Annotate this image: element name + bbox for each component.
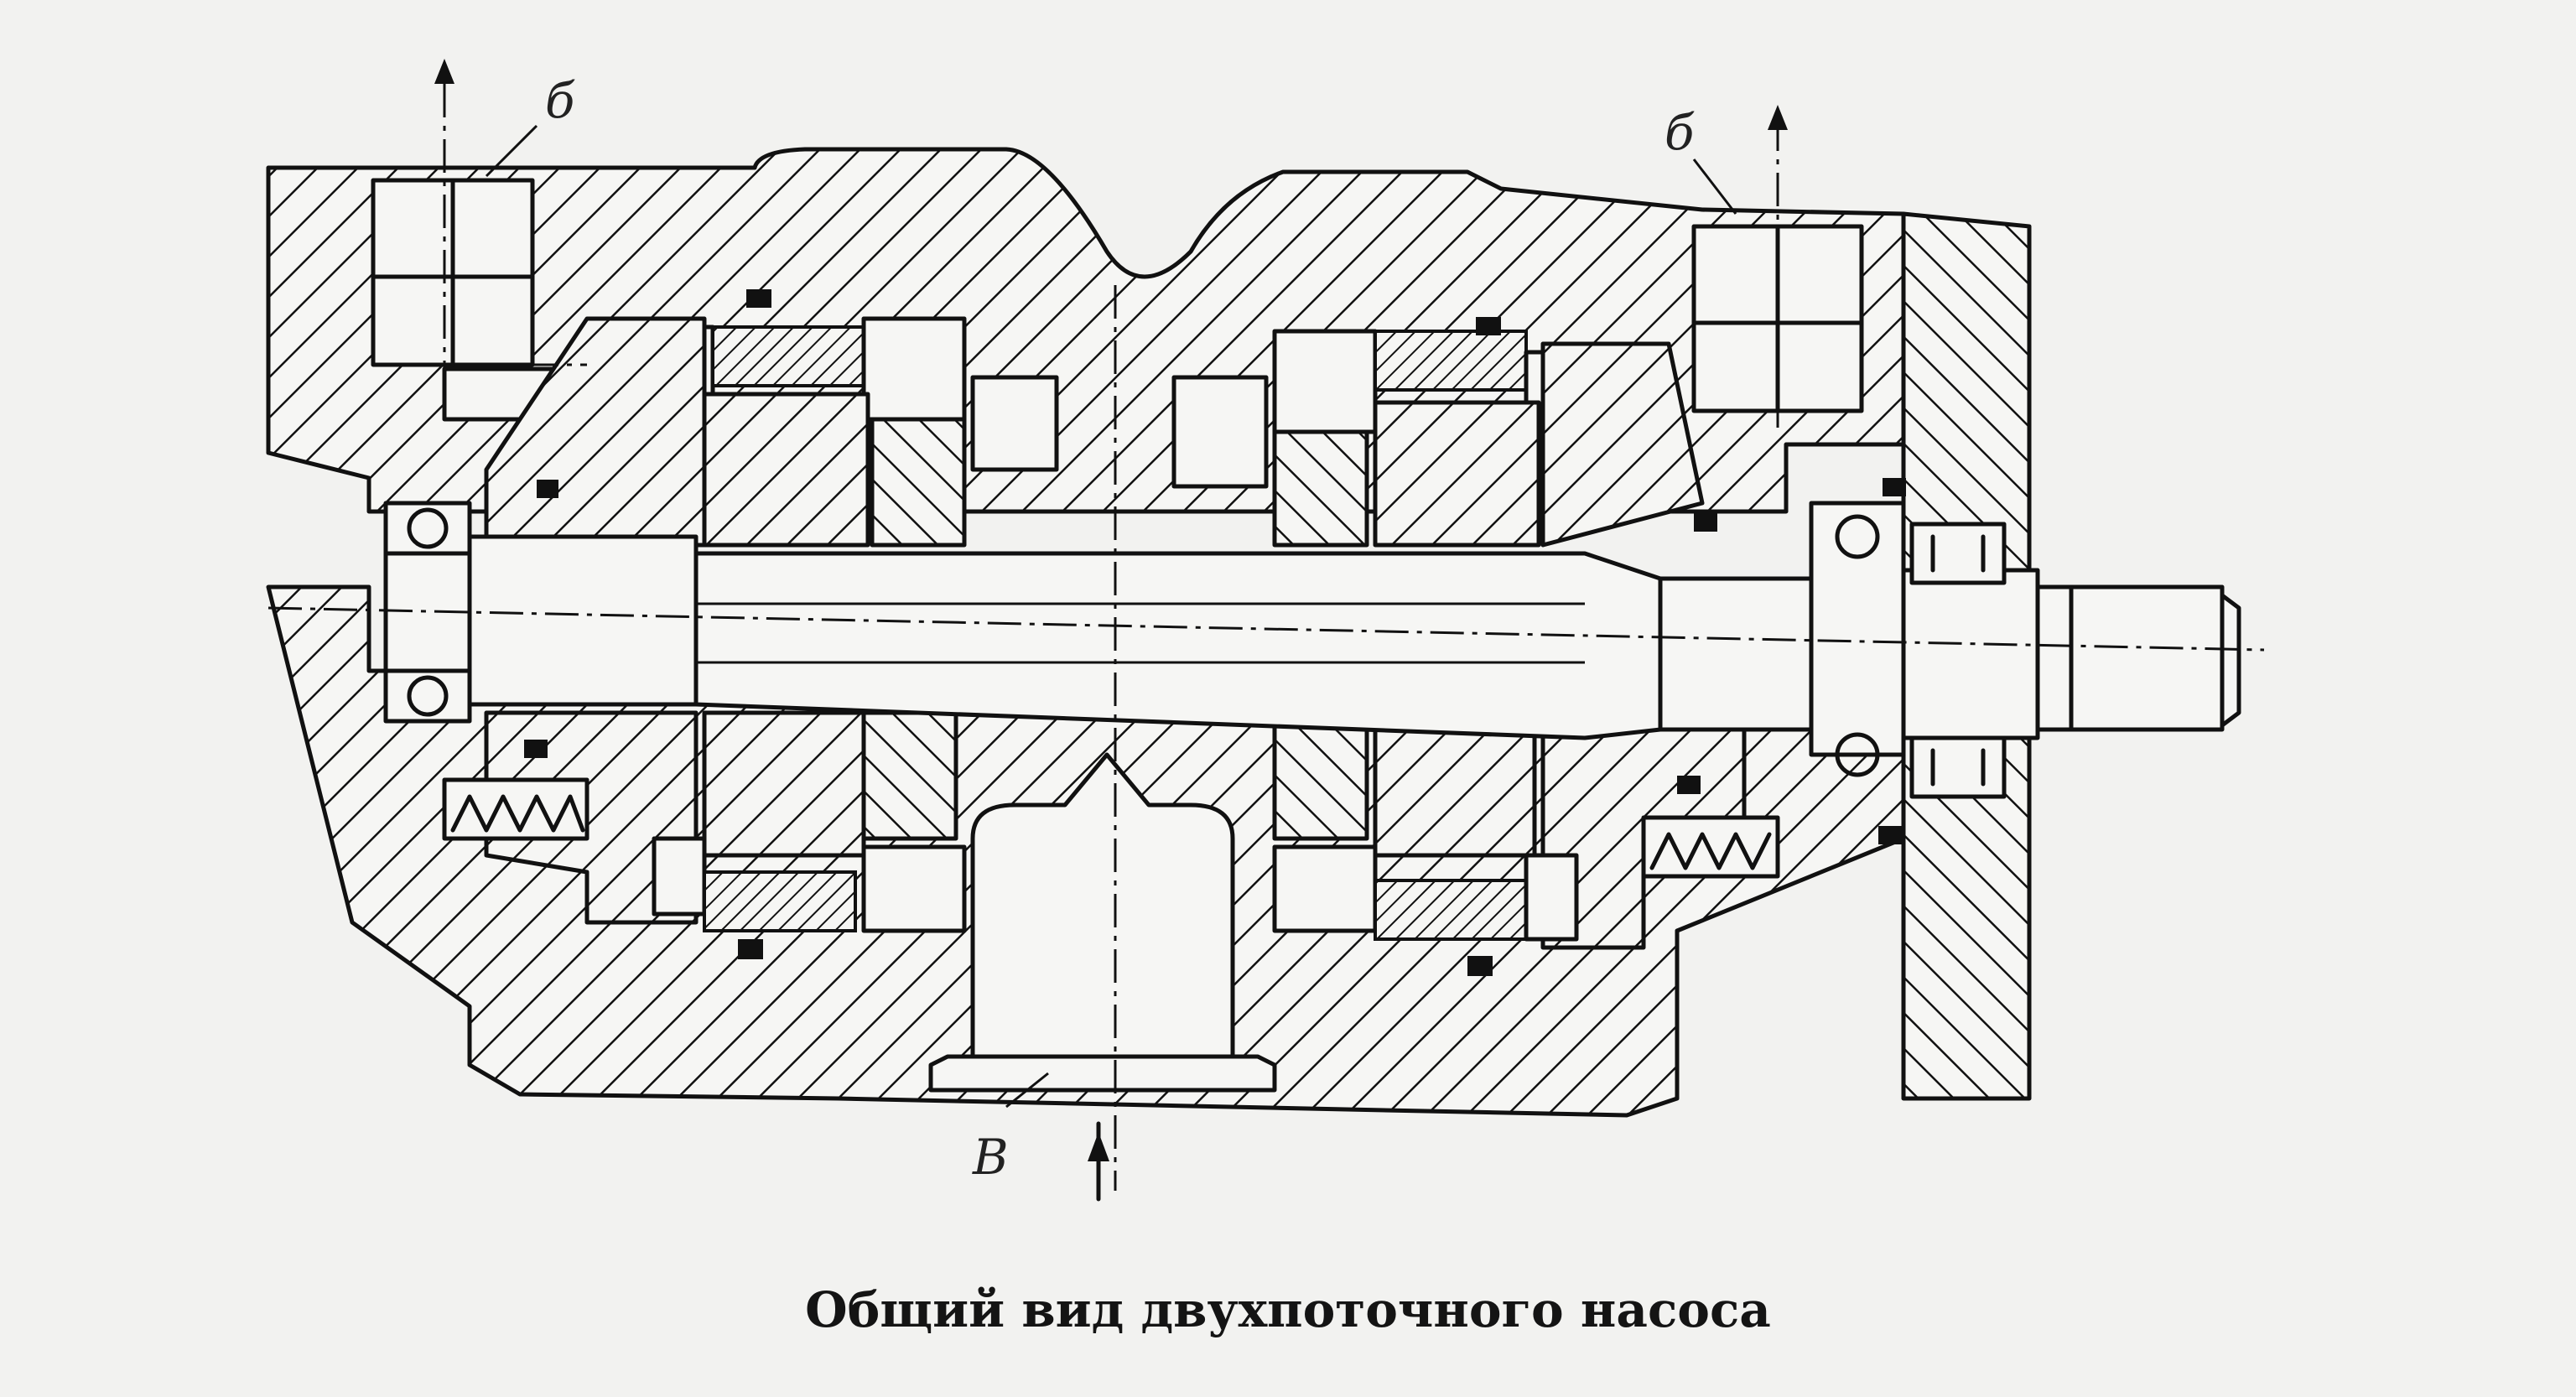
bearing-right: [1809, 501, 2007, 799]
seal-marks: [524, 289, 1906, 976]
outlet-port-left: [371, 178, 535, 367]
bearing-left: [383, 501, 472, 724]
center-lines: [267, 84, 2265, 1191]
inlet-cavity: [928, 752, 1277, 1093]
spring-left: [442, 777, 589, 841]
figure-caption: Общий вид двухпоточного насоса: [805, 1281, 1771, 1338]
spring-right: [1641, 815, 1780, 879]
label-outlet-left: б: [545, 72, 575, 129]
label-inlet: В: [972, 1129, 1009, 1186]
rotor-group-lower-left: [484, 710, 967, 933]
label-outlet-right: б: [1665, 104, 1695, 161]
rotor-group-upper-right: [1171, 329, 1705, 548]
flow-arrows: [434, 59, 1788, 1202]
rotor-group-lower-right: [1272, 710, 1747, 950]
